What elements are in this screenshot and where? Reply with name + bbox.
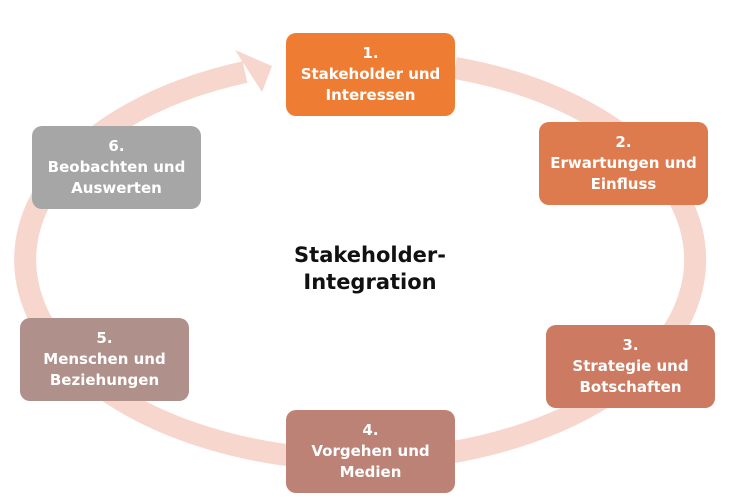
step-number: 6. [108,137,125,155]
step-label-line2: Einfluss [590,175,657,193]
step-label-line1: Vorgehen und [311,442,430,460]
center-title-line2: Integration [303,270,437,294]
step-label-line2: Botschaften [579,378,682,396]
step-label-line1: Beobachten und [47,158,186,176]
step-4-box: 4. Vorgehen und Medien [286,410,455,493]
step-5-box: 5. Menschen und Beziehungen [20,318,189,401]
step-number: 1. [362,44,379,62]
step-label-line1: Stakeholder und [300,65,441,83]
step-number: 2. [615,133,632,151]
step-label-line1: Erwartungen und [550,154,697,172]
cycle-arrowhead-icon [235,50,272,92]
step-6-box: 6. Beobachten und Auswerten [32,126,201,209]
step-label-line1: Menschen und [43,350,166,368]
step-label-line2: Interessen [325,86,416,104]
step-number: 5. [96,329,113,347]
center-title: Stakeholder- Integration [250,242,490,296]
step-number: 4. [362,421,379,439]
step-3-box: 3. Strategie und Botschaften [546,325,715,408]
step-label-line2: Auswerten [71,179,162,197]
step-label-line2: Medien [339,463,402,481]
step-label-line1: Strategie und [572,357,689,375]
step-number: 3. [622,336,639,354]
step-2-box: 2. Erwartungen und Einfluss [539,122,708,205]
center-title-line1: Stakeholder- [294,243,446,267]
step-1-box: 1. Stakeholder und Interessen [286,33,455,116]
step-label-line2: Beziehungen [49,371,160,389]
